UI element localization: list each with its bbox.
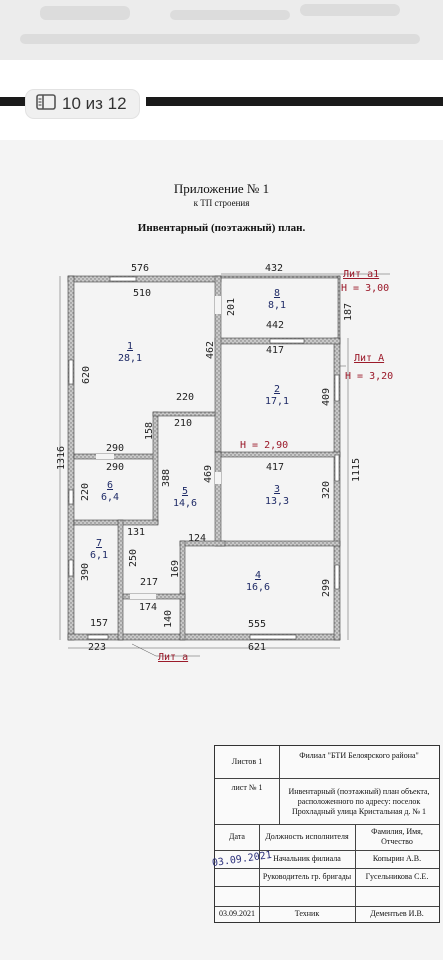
stamp-row2-position: Руководитель гр. бригады (262, 872, 352, 881)
dim-576: 576 (131, 263, 150, 274)
label-lit-a: Лит а (158, 652, 189, 663)
page-icon (36, 94, 56, 114)
dim-417-b: 417 (266, 462, 285, 473)
page-counter[interactable]: 10 из 12 (26, 90, 139, 118)
stamp-row3-date: 03.09.2021 (219, 909, 255, 918)
dim-140: 140 (163, 609, 175, 629)
dim-417-a: 417 (266, 345, 285, 356)
dim-469: 469 (203, 464, 215, 484)
dim-409: 409 (321, 387, 333, 407)
dim-320: 320 (321, 480, 333, 500)
dim-621: 621 (248, 642, 267, 653)
dim-462: 462 (205, 340, 217, 360)
stamp-col-date: Дата (229, 832, 245, 841)
label-height-290: H = 2,90 (240, 440, 289, 451)
dim-187: 187 (343, 302, 355, 322)
stamp-row1-name: Копырин А.В. (372, 854, 422, 863)
dim-390: 390 (80, 562, 92, 582)
dim-388: 388 (161, 468, 173, 488)
dim-157: 157 (90, 618, 109, 629)
previous-page-strip (0, 0, 443, 60)
dim-169: 169 (170, 559, 182, 579)
dim-174: 174 (139, 602, 158, 613)
dim-158: 158 (144, 421, 156, 441)
document-title: Приложение № 1 (173, 181, 270, 196)
dim-220-a: 220 (176, 392, 195, 403)
dim-432: 432 (265, 263, 284, 274)
dim-201: 201 (226, 297, 238, 317)
dim-124: 124 (188, 533, 207, 544)
stamp-sheets: Листов 1 (231, 757, 263, 766)
stamp-organization: Филиал "БТИ Белоярского района" (299, 751, 419, 760)
page-separator-right (146, 97, 443, 106)
dim-210: 210 (174, 418, 193, 429)
dim-290-a: 290 (106, 443, 125, 454)
stamp-row3-position: Техник (294, 909, 320, 918)
plan-title: Инвентарный (поэтажный) план. (137, 222, 306, 234)
label-height-320: H = 3,20 (345, 371, 394, 382)
label-lit-a1: Лит а1 (343, 269, 380, 280)
dim-555: 555 (248, 619, 267, 630)
dim-250: 250 (128, 548, 140, 568)
stamp-row1-position: Начальник филиала (273, 854, 341, 863)
document-subtitle: к ТП строения (193, 198, 250, 208)
dim-217: 217 (140, 577, 159, 588)
label-lit-A: Лит А (354, 353, 385, 364)
dim-1316: 1316 (56, 445, 68, 471)
stamp-row3-name: Дементьев И.В. (370, 909, 424, 918)
page-counter-text: 10 из 12 (62, 94, 127, 113)
stamp-row2-name: Гусельникова С.Е. (365, 872, 429, 881)
stamp-description: Инвентарный (поэтажный) план объекта, ра… (288, 787, 430, 816)
dim-299: 299 (321, 578, 333, 598)
dim-510: 510 (133, 288, 152, 299)
dim-290-b: 290 (106, 462, 125, 473)
dim-442: 442 (266, 320, 285, 331)
page-separator-left (0, 97, 28, 106)
dim-620: 620 (81, 365, 93, 385)
label-height-300: H = 3,00 (341, 283, 390, 294)
title-block: Листов 1 Филиал "БТИ Белоярского района"… (211, 745, 440, 923)
dim-1115: 1115 (351, 457, 363, 483)
stamp-col-position: Должность исполнителя (265, 832, 349, 841)
dim-223: 223 (88, 642, 107, 653)
dim-131: 131 (127, 527, 146, 538)
stamp-sheet-number: лист № 1 (231, 783, 263, 792)
stamp-col-name: Фамилия, Имя, Отчество (371, 827, 423, 846)
